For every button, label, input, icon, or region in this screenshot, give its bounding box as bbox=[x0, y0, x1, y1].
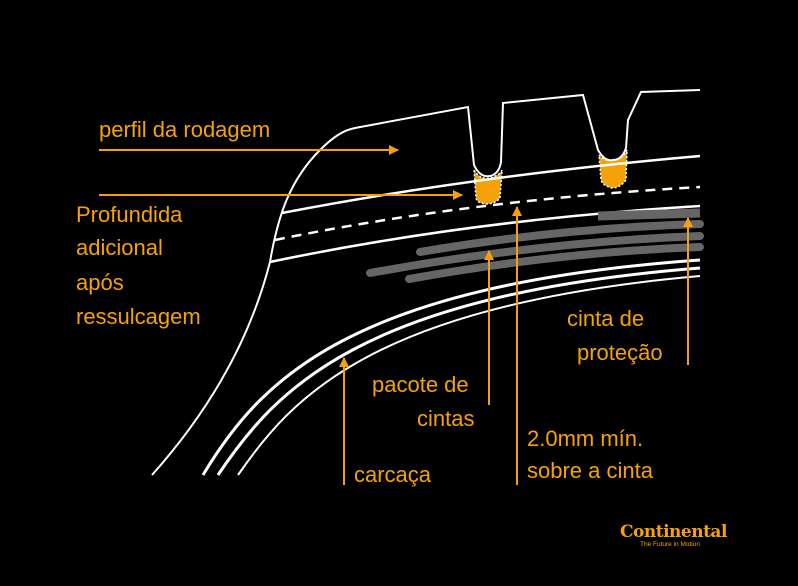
label-extra-depth-1: Profundida bbox=[76, 202, 183, 227]
regroove-area-2 bbox=[598, 149, 628, 189]
label-belt-package-1: pacote de bbox=[372, 372, 469, 397]
belt-3 bbox=[405, 243, 704, 283]
tread-outline bbox=[151, 89, 701, 476]
label-protection-belt-2: proteção bbox=[577, 340, 663, 365]
continental-logo: Continental The Future in Motion bbox=[620, 522, 727, 548]
label-protection-belt-1: cinta de bbox=[567, 306, 645, 331]
belt-1 bbox=[416, 220, 704, 256]
label-extra-depth-4: ressulcagem bbox=[76, 304, 201, 329]
belt-top-line bbox=[269, 204, 701, 264]
label-extra-depth-3: após bbox=[76, 270, 124, 295]
logo-tagline: The Future in Motion bbox=[640, 541, 700, 548]
label-extra-depth-2: adicional bbox=[76, 235, 163, 260]
label-carcass: carcaça bbox=[354, 462, 432, 487]
carcass-line-3 bbox=[237, 275, 701, 476]
label-min-depth-1: 2.0mm mín. bbox=[527, 426, 644, 451]
tread-base-line bbox=[281, 154, 701, 215]
carcass-line-1 bbox=[201, 258, 701, 476]
protection-belt bbox=[597, 208, 701, 221]
regroove-area-1 bbox=[473, 169, 503, 205]
label-belt-package-2: cintas bbox=[417, 406, 475, 431]
logo-name: Continental bbox=[620, 522, 727, 542]
belt-2 bbox=[366, 232, 704, 277]
label-min-depth-2: sobre a cinta bbox=[527, 458, 653, 483]
label-tread-profile: perfil da rodagem bbox=[99, 117, 271, 142]
carcass-line-2 bbox=[216, 266, 701, 476]
min-depth-dashed-line bbox=[274, 185, 701, 242]
